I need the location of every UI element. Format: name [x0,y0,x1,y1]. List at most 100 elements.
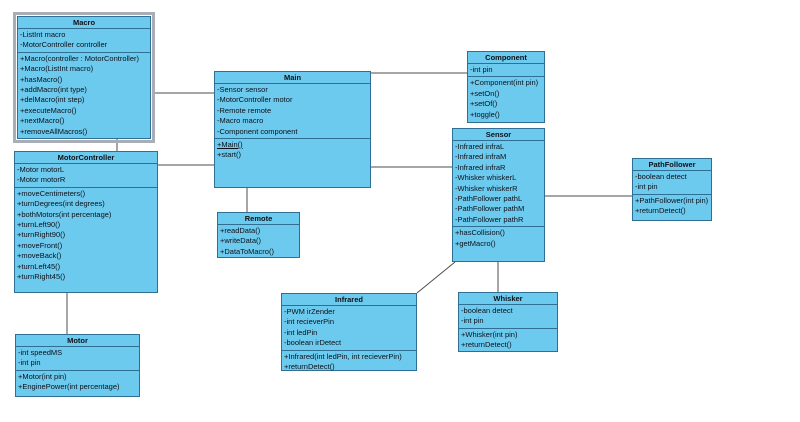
fields-compartment: -PWM irZender-int recieverPin-int ledPin… [282,306,416,350]
class-box-component[interactable]: Component-int pin +Component(int pin)+set… [467,51,545,123]
class-title: MotorController [15,152,157,164]
class-method: +moveBack() [17,251,62,261]
class-method: +Motor(int pin) [18,371,67,381]
class-method: +DataToMacro() [220,246,274,256]
class-field: -int pin [635,182,658,192]
class-field: -Component component [217,126,298,136]
class-field: -Infrared infraM [455,152,507,162]
class-title: Motor [16,335,139,347]
class-title: Sensor [453,129,544,141]
methods-compartment: +moveCentimeters()+turnDegrees(int degre… [15,186,157,284]
class-field: -PathFollower pathL [455,194,523,204]
class-title: PathFollower [633,159,711,171]
class-field: -int pin [461,316,484,326]
class-field: -MotorController controller [20,40,108,50]
class-method: +Infrared(int ledPin, int recieverPin) [284,351,402,361]
fields-compartment: -int pin [468,64,544,76]
class-field: -Whisker whiskerL [455,173,517,183]
class-method: +writeData() [220,236,262,246]
class-method: +turnRight45() [17,272,66,282]
class-method: +Main() [217,140,243,150]
methods-compartment: +PathFollower(int pin)+returnDetect() [633,193,711,218]
methods-compartment: +readData()+writeData()+DataToMacro() [218,225,299,258]
class-field: -int ledPin [284,327,318,337]
class-field: -boolean detect [635,172,687,181]
methods-compartment: +Main()+start() [215,138,370,162]
class-box-motor[interactable]: Motor-int speedMS-int pin+Motor(int pin)… [15,334,140,397]
fields-compartment: -Infrared infraL-Infrared infraM-Infrare… [453,141,544,226]
class-title: Component [468,52,544,64]
class-title: Infrared [282,294,416,306]
class-field: -int pin [470,65,493,74]
class-method: +addMacro(int type) [20,85,87,95]
methods-compartment: +Macro(controller : MotorController)+Mac… [18,51,150,138]
class-method: +bothMotors(int percentage) [17,209,112,219]
class-field: -PWM irZender [284,307,335,316]
class-field: -PathFollower pathM [455,204,525,214]
class-method: +Whisker(int pin) [461,329,518,339]
class-method: +delMacro(int step) [20,95,85,105]
class-field: -Infrared infraR [455,162,506,172]
fields-compartment: -int speedMS-int pin [16,347,139,370]
class-title: Whisker [459,293,557,305]
class-box-main[interactable]: Main-Sensor sensor-MotorController motor… [214,71,371,188]
class-title: Remote [218,213,299,225]
class-method: +turnRight90() [17,230,66,240]
class-field: -Infrared infraL [455,142,505,151]
class-method: +Component(int pin) [470,78,539,88]
class-method: +getMacro() [455,238,496,248]
class-method: +turnLeft90() [17,220,61,230]
class-field: -ListInt macro [20,30,66,39]
fields-compartment: -boolean detect-int pin [633,171,711,194]
class-field: -Macro macro [217,116,264,126]
class-field: -Sensor sensor [217,85,268,94]
class-method: +executeMacro() [20,105,77,115]
class-field: -Motor motorR [17,175,66,185]
class-box-motorcontroller[interactable]: MotorController-Motor motorL-Motor motor… [14,151,158,293]
class-method: +nextMacro() [20,116,65,126]
methods-compartment: +Motor(int pin)+EnginePower(int percenta… [16,369,139,394]
fields-compartment: -Sensor sensor-MotorController motor-Rem… [215,84,370,138]
class-field: -PathFollower pathR [455,214,524,224]
methods-compartment: +Component(int pin)+setOn()+setOf()+togg… [468,76,544,121]
class-method: +Macro(ListInt macro) [20,64,94,74]
class-box-whisker[interactable]: Whisker-boolean detect-int pin+Whisker(i… [458,292,558,352]
class-method: +returnDetect() [461,340,512,350]
class-method: +removeAllMacros() [20,126,88,136]
class-method: +toggle() [470,109,500,119]
class-method: +PathFollower(int pin) [635,195,709,205]
class-title: Macro [18,17,150,29]
class-field: -MotorController motor [217,95,293,105]
class-box-pathfollower[interactable]: PathFollower-boolean detect-int pin+Path… [632,158,712,221]
class-box-macro[interactable]: Macro-ListInt macro-MotorController cont… [13,12,155,143]
class-field: -int recieverPin [284,317,335,327]
fields-compartment: -boolean detect-int pin [459,305,557,328]
class-field: -int speedMS [18,348,63,357]
class-method: +hasCollision() [455,228,505,238]
class-field: -boolean detect [461,306,513,315]
methods-compartment: +hasCollision()+getMacro() [453,226,544,250]
connector-sensor-infrared[interactable] [416,261,456,294]
class-method: +setOn() [470,88,500,98]
class-method: +returnDetect() [635,206,686,216]
class-field: -boolean irDetect [284,338,342,348]
fields-compartment: -ListInt macro-MotorController controlle… [18,29,150,52]
class-method: +returnDetect() [284,362,335,372]
class-method: +moveFront() [17,240,63,250]
methods-compartment: +Whisker(int pin)+returnDetect() [459,327,557,352]
class-box-infrared[interactable]: Infrared-PWM irZender-int recieverPin-in… [281,293,417,371]
class-field: -Whisker whiskerR [455,183,518,193]
class-method: +Macro(controller : MotorController) [20,53,139,63]
fields-compartment: -Motor motorL-Motor motorR [15,164,157,187]
class-box-sensor[interactable]: Sensor-Infrared infraL-Infrared infraM-I… [452,128,545,262]
class-method: +moveCentimeters() [17,188,86,198]
class-title: Main [215,72,370,84]
class-method: +EnginePower(int percentage) [18,382,120,392]
class-method: +turnLeft45() [17,261,61,271]
class-method: +start() [217,150,241,160]
class-field: -Motor motorL [17,165,65,174]
class-box-remote[interactable]: Remote+readData()+writeData()+DataToMacr… [217,212,300,258]
class-method: +turnDegrees(int degrees) [17,199,105,209]
